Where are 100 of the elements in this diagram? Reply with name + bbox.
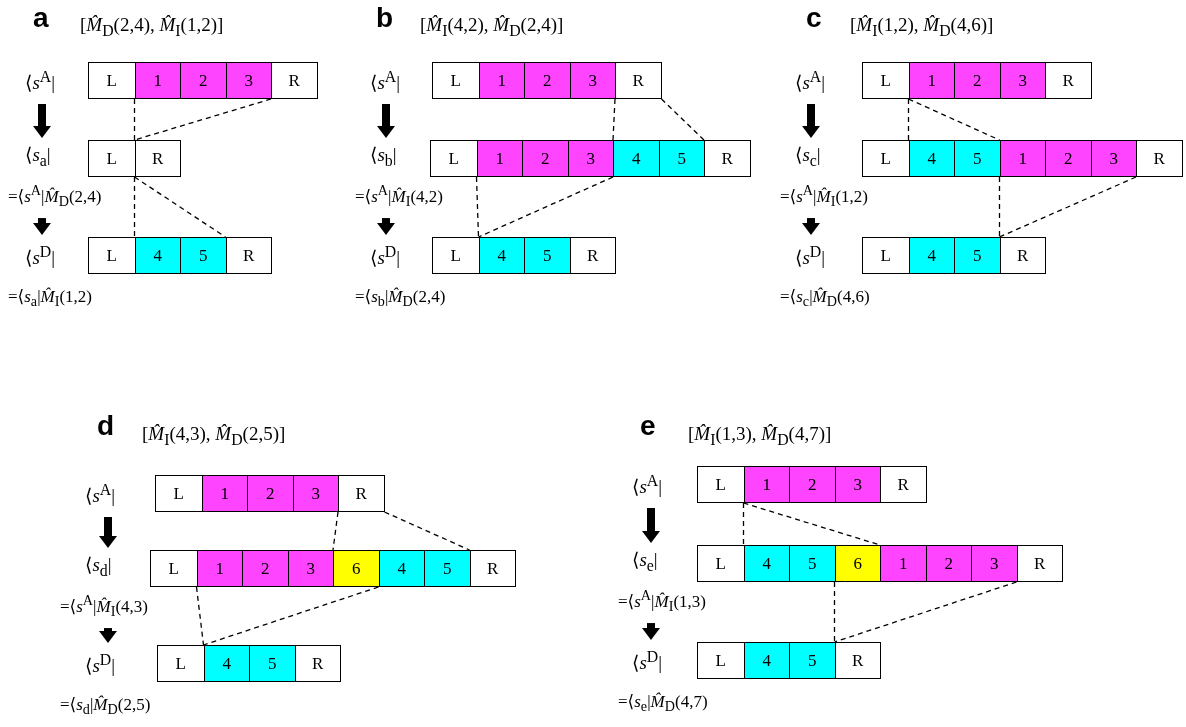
- panel-letter: b: [376, 2, 394, 34]
- tape-cell: 3: [569, 63, 615, 98]
- dashed-line: [998, 176, 1001, 238]
- operator-heading: [M̂$_{I}$(1,3), M̂$_{D}$(4,7)]: [688, 422, 832, 450]
- tape-cell: 4: [743, 643, 789, 678]
- tape-cell: 2: [925, 546, 971, 581]
- bra-label: ⟨s$^{D}$|: [85, 645, 116, 681]
- tape-cell: 2: [242, 551, 288, 586]
- tape-cell: 5: [524, 238, 570, 273]
- tape-cell: 1: [134, 63, 180, 98]
- tape-strip: [155, 475, 385, 512]
- bra-label: ⟨s$_{e}$|: [632, 545, 658, 581]
- tape-cell: 1: [999, 141, 1045, 176]
- bra-label: ⟨s$^{A}$|: [370, 62, 401, 98]
- bra-label: ⟨s$^{A}$|: [632, 466, 663, 502]
- tape-cell: 5: [249, 646, 295, 681]
- tape-cell: 1: [743, 467, 789, 502]
- bra-label: ⟨s$^{A}$|: [795, 62, 826, 98]
- tape-cell: 1: [201, 476, 247, 511]
- dashed-line: [383, 511, 471, 551]
- bra-label: ⟨s$_{b}$|: [370, 140, 397, 176]
- tape-cell: 5: [954, 238, 1000, 273]
- tape-cell: 3: [1090, 141, 1136, 176]
- tape-cell: 4: [908, 141, 954, 176]
- tape-cell: 1: [880, 546, 926, 581]
- equation-text: =⟨s$^{A}$|M̂$_{I}$(4,3): [60, 591, 148, 622]
- tape-cell: 1: [476, 141, 522, 176]
- dashed-line: [195, 586, 205, 646]
- equation-text: =⟨s$_{d}$|M̂$_{D}$(2,5): [60, 694, 151, 720]
- dashed-line: [742, 502, 745, 546]
- tape-cell: 5: [954, 141, 1000, 176]
- dashed-line: [202, 586, 380, 646]
- equation-text: =⟨s$^{A}$|M̂$_{I}$(4,2): [355, 181, 443, 212]
- bra-label: ⟨s$_{c}$|: [795, 140, 821, 176]
- tape-strip: [430, 140, 751, 177]
- bra-label: ⟨s$^{D}$|: [370, 237, 401, 273]
- tape-cell: 3: [999, 63, 1045, 98]
- dashed-line: [998, 176, 1137, 238]
- tape-cell: 2: [180, 63, 226, 98]
- dashed-line: [133, 98, 136, 141]
- panel-letter: d: [97, 410, 115, 442]
- bra-label: ⟨s$^{D}$|: [795, 237, 826, 273]
- tape-cell: 2: [789, 467, 835, 502]
- bra-label: ⟨s$^{D}$|: [25, 237, 56, 273]
- equation-text: =⟨s$_{c}$|M̂$_{D}$(4,6): [780, 286, 870, 312]
- tape-cell: 3: [834, 467, 880, 502]
- tape-cell: 1: [196, 551, 242, 586]
- tape-cell: 3: [225, 63, 271, 98]
- dashed-line: [133, 176, 136, 238]
- dashed-line: [833, 581, 1018, 643]
- dashed-line: [907, 98, 910, 141]
- dashed-line: [612, 98, 616, 141]
- dashed-line: [475, 176, 480, 238]
- tape-cell: 4: [478, 238, 524, 273]
- bra-label: ⟨s$^{A}$|: [25, 62, 56, 98]
- bra-label: ⟨s$_{d}$|: [85, 550, 112, 586]
- operator-heading: [M̂$_{D}$(2,4), M̂$_{I}$(1,2)]: [80, 13, 224, 41]
- operator-heading: [M̂$_{I}$(1,2), M̂$_{D}$(4,6)]: [850, 13, 994, 41]
- tape-strip: [862, 140, 1183, 177]
- tape-cell: 3: [292, 476, 338, 511]
- tape-cell: 5: [424, 551, 470, 586]
- tape-strip: [88, 140, 181, 177]
- tape-strip: [88, 62, 318, 99]
- tape-cell: 4: [203, 646, 249, 681]
- dashed-line: [660, 98, 705, 141]
- tape-cell: 4: [743, 546, 789, 581]
- dashed-line: [332, 511, 339, 551]
- tape-cell: 3: [567, 141, 613, 176]
- equation-text: =⟨s$_{b}$|M̂$_{D}$(2,4): [355, 286, 446, 312]
- tape-cell: 4: [134, 238, 180, 273]
- tape-strip: [697, 642, 881, 679]
- tape-cell: 4: [378, 551, 424, 586]
- equation-text: =⟨s$_{a}$|M̂$_{I}$(1,2): [8, 286, 93, 312]
- tape-cell: 1: [908, 63, 954, 98]
- tape-cell: 3: [971, 546, 1017, 581]
- tape-cell: 5: [658, 141, 704, 176]
- dashed-line: [477, 176, 614, 238]
- tape-cell: 4: [613, 141, 659, 176]
- tape-strip: [150, 550, 516, 587]
- tape-strip: [862, 62, 1092, 99]
- panel-letter: c: [806, 2, 822, 34]
- tape-cell: 1: [478, 63, 524, 98]
- tape-strip: [88, 237, 272, 274]
- tape-cell: 2: [954, 63, 1000, 98]
- tape-cell: 2: [524, 63, 570, 98]
- equation-text: =⟨s$^{A}$|M̂$_{I}$(1,2): [780, 181, 868, 212]
- tape-cell: 2: [522, 141, 568, 176]
- dashed-line: [833, 581, 836, 643]
- equation-text: =⟨s$_{e}$|M̂$_{D}$(4,7): [618, 691, 708, 717]
- tape-cell: 5: [180, 238, 226, 273]
- tape-cell: 3: [287, 551, 333, 586]
- equation-text: =⟨s$^{A}$|M̂$_{D}$(2,4): [8, 181, 102, 212]
- panel-letter: e: [640, 410, 656, 442]
- tape-strip: [432, 237, 616, 274]
- tape-cell: 5: [789, 546, 835, 581]
- tape-cell: 6: [333, 551, 379, 586]
- tape-strip: [157, 645, 341, 682]
- bra-label: ⟨s$_{a}$|: [25, 140, 51, 176]
- tape-cell: 6: [834, 546, 880, 581]
- bra-label: ⟨s$^{A}$|: [85, 475, 116, 511]
